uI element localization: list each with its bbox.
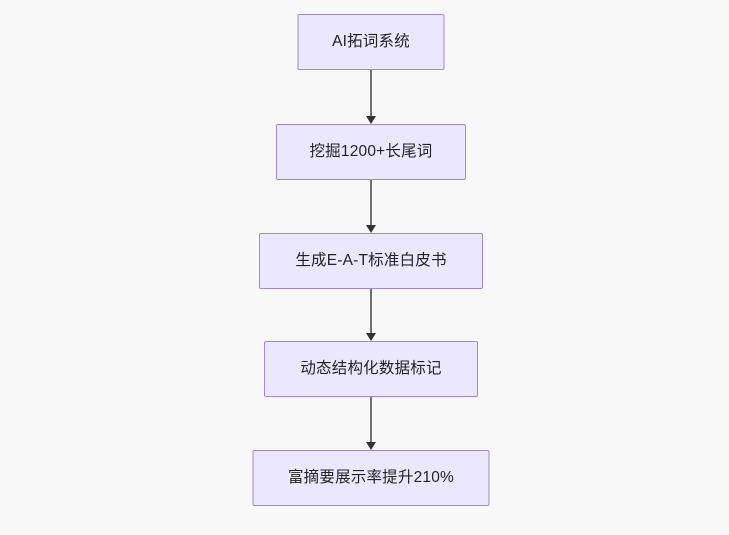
flow-node-label: 动态结构化数据标记: [300, 360, 442, 378]
flow-edge: [365, 289, 377, 341]
flow-node-label: 富摘要展示率提升210%: [287, 469, 455, 487]
flow-edge-line: [370, 180, 372, 226]
arrow-down-icon: [366, 225, 376, 233]
flow-edge: [365, 397, 377, 450]
arrow-down-icon: [366, 442, 376, 450]
flow-edge-line: [370, 397, 372, 443]
flow-edge: [365, 70, 377, 124]
flow-node-label: 挖掘1200+长尾词: [309, 143, 433, 161]
flow-node-label: AI拓词系统: [332, 33, 410, 51]
flow-edge-line: [370, 289, 372, 334]
flow-node[interactable]: AI拓词系统: [297, 14, 445, 70]
flow-node[interactable]: 生成E-A-T标准白皮书: [259, 233, 483, 289]
flow-node[interactable]: 挖掘1200+长尾词: [276, 124, 466, 180]
flow-node[interactable]: 动态结构化数据标记: [264, 341, 478, 397]
arrow-down-icon: [366, 333, 376, 341]
arrow-down-icon: [366, 116, 376, 124]
flow-node[interactable]: 富摘要展示率提升210%: [252, 450, 490, 506]
flow-edge: [365, 180, 377, 233]
flow-node-label: 生成E-A-T标准白皮书: [295, 252, 447, 270]
flow-edge-line: [370, 70, 372, 117]
